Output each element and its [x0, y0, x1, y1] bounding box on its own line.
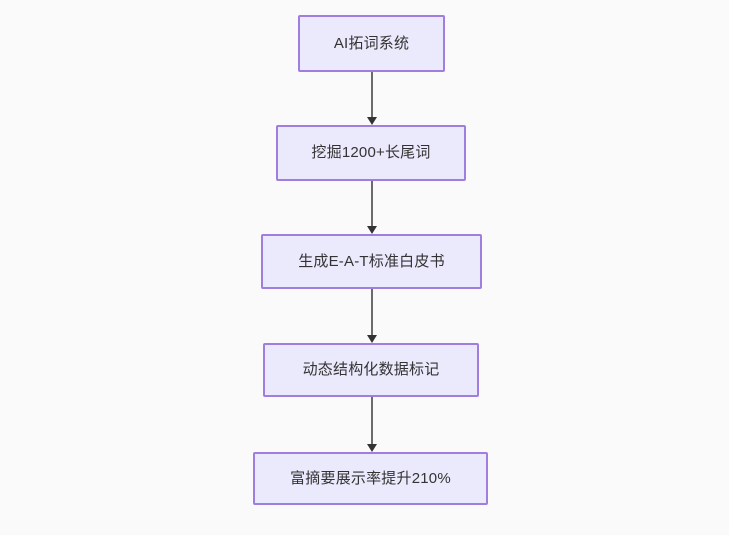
arrowhead-icon	[367, 226, 377, 234]
flow-node-label: 挖掘1200+长尾词	[311, 144, 431, 161]
arrowhead-icon	[367, 335, 377, 343]
flow-node-rich-snippet-rate-increase[interactable]: 富摘要展示率提升210%	[253, 452, 488, 505]
flow-node-label: 生成E-A-T标准白皮书	[298, 252, 445, 270]
edge-n3-n4	[367, 289, 377, 343]
edge-line	[371, 397, 373, 445]
flow-node-mine-longtail-keywords[interactable]: 挖掘1200+长尾词	[276, 125, 466, 181]
arrowhead-icon	[367, 444, 377, 452]
edge-n2-n3	[367, 181, 377, 234]
edge-line	[371, 289, 373, 336]
flow-node-ai-keyword-system[interactable]: AI拓词系统	[298, 15, 445, 72]
edge-n1-n2	[367, 72, 377, 125]
edge-line	[371, 181, 373, 227]
edge-n4-n5	[367, 397, 377, 452]
arrowhead-icon	[367, 117, 377, 125]
flow-node-label: 动态结构化数据标记	[302, 361, 440, 378]
flow-node-label: AI拓词系统	[333, 34, 410, 52]
edge-line	[371, 72, 373, 118]
flow-node-dynamic-structured-data-markup[interactable]: 动态结构化数据标记	[263, 343, 479, 397]
flow-node-label: 富摘要展示率提升210%	[290, 469, 451, 487]
flow-node-generate-eat-whitepaper[interactable]: 生成E-A-T标准白皮书	[261, 234, 482, 289]
